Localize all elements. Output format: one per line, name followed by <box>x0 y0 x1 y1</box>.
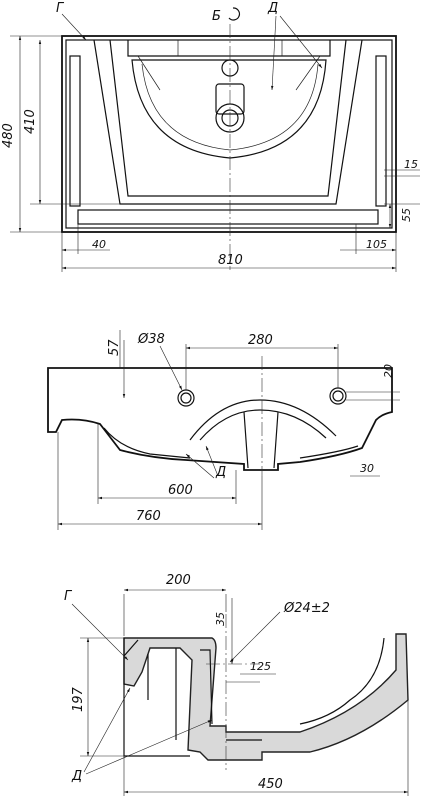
dim-38: Ø38 <box>137 332 165 347</box>
section-profile <box>123 633 409 761</box>
dim-480: 480 <box>1 123 16 148</box>
dim-197: 197 <box>71 686 86 712</box>
label-d-top: Д <box>267 1 278 16</box>
label-g-top: Г <box>56 1 65 16</box>
front-outline <box>47 367 393 471</box>
section-view: 200 35 Ø24±2 125 197 450 Г Д <box>64 573 409 796</box>
left-slot <box>69 55 81 207</box>
dim-280: 280 <box>248 333 273 348</box>
dim-40: 40 <box>92 238 106 251</box>
dim-24: Ø24±2 <box>283 601 330 616</box>
dim-760: 760 <box>136 509 161 524</box>
dim-20: 20 <box>382 364 395 378</box>
section-mark-b: Б <box>212 9 221 24</box>
dim-810: 810 <box>218 253 243 268</box>
dim-200: 200 <box>166 573 191 588</box>
right-slot <box>375 55 387 207</box>
dim-410: 410 <box>23 109 38 134</box>
dim-55: 55 <box>400 208 413 222</box>
front-hole-left <box>177 389 195 407</box>
front-hole-right <box>329 387 347 405</box>
dim-30: 30 <box>360 462 374 475</box>
top-outline <box>61 35 397 233</box>
dim-15: 15 <box>404 158 418 171</box>
front-view: 57 Ø38 280 20 30 Д 600 760 <box>47 330 400 530</box>
dim-600: 600 <box>168 483 193 498</box>
label-d-section: Д <box>71 769 82 784</box>
label-d-front: Д <box>215 465 226 480</box>
dim-125: 125 <box>250 660 271 673</box>
dim-450: 450 <box>258 777 283 792</box>
dim-57: 57 <box>107 339 122 356</box>
label-g-section: Г <box>64 589 73 604</box>
dim-35: 35 <box>214 612 227 626</box>
drain-inner <box>221 109 239 127</box>
drain-outer <box>215 103 245 133</box>
top-view: Б Г Д 480 410 15 55 40 105 <box>1 1 420 272</box>
section-arrow-icon <box>228 7 241 21</box>
dim-105: 105 <box>366 238 387 251</box>
